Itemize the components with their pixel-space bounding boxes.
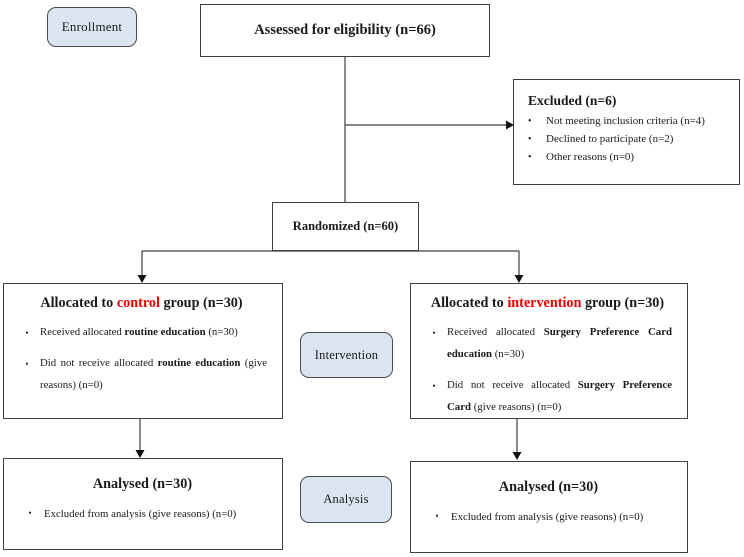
list-item: • Not meeting inclusion criteria (n=4) xyxy=(528,113,731,131)
title-suffix: group (n=30) xyxy=(581,295,665,311)
control-highlight: control xyxy=(116,295,160,311)
analysis-stage-text: Analysis xyxy=(323,492,369,506)
list-item: • Other reasons (n=0) xyxy=(528,149,731,167)
randomized-box: Randomized (n=60) xyxy=(272,202,419,251)
intervention-analysed-item: Excluded from analysis (give reasons) (n… xyxy=(451,511,644,523)
randomized-title: Randomized (n=60) xyxy=(292,219,399,233)
arrowhead-control-allocation xyxy=(137,275,147,283)
excluded-list: • Not meeting inclusion criteria (n=4) •… xyxy=(528,113,731,166)
assessed-eligibility-box: Assessed for eligibility (n=66) xyxy=(200,4,490,57)
title-suffix: group (n=30) xyxy=(159,295,243,311)
intervention-bullet-text: Received allocated Surgery Preference Ca… xyxy=(447,326,672,361)
arrowhead-intervention-allocation xyxy=(514,275,524,283)
excluded-box: Excluded (n=6) • Not meeting inclusion c… xyxy=(513,79,740,185)
control-analysed-title: Analysed (n=30) xyxy=(92,476,193,492)
list-item: • Received allocated Surgery Preference … xyxy=(421,321,674,365)
intervention-stage-label: Intervention xyxy=(300,332,393,378)
excluded-item-text: Not meeting inclusion criteria (n=4) xyxy=(546,115,705,127)
assessed-eligibility-title: Assessed for eligibility (n=66) xyxy=(254,22,436,38)
intervention-allocation-title: Allocated to intervention group (n=30) xyxy=(421,295,674,312)
control-bullet-text: Did not receive allocated routine educat… xyxy=(40,357,267,392)
list-item: • Did not receive allocated routine educ… xyxy=(14,352,269,396)
control-analysed-box: Analysed (n=30) • Excluded from analysis… xyxy=(3,458,283,550)
control-analysed-item: Excluded from analysis (give reasons) (n… xyxy=(44,508,237,520)
bullet-icon: • xyxy=(28,508,32,518)
bullet-icon: • xyxy=(432,328,436,338)
intervention-analysed-box: Analysed (n=30) • Excluded from analysis… xyxy=(410,461,688,553)
bullet-icon: • xyxy=(528,116,532,127)
bullet-icon: • xyxy=(528,133,532,145)
enrollment-stage-text: Enrollment xyxy=(61,19,123,34)
intervention-highlight: intervention xyxy=(507,295,582,311)
title-prefix: Allocated to xyxy=(40,295,117,311)
excluded-title: Excluded (n=6) xyxy=(528,93,617,108)
arrowhead-control-analysed xyxy=(135,450,145,458)
bullet-icon: • xyxy=(432,381,436,392)
list-item: • Did not receive allocated Surgery Pref… xyxy=(421,374,674,418)
bullet-icon: • xyxy=(25,359,29,370)
bullet-icon: • xyxy=(435,511,439,521)
intervention-bullet-text: Did not receive allocated Surgery Prefer… xyxy=(447,379,672,414)
control-allocation-box: Allocated to control group (n=30) • Rece… xyxy=(3,283,283,419)
bullet-icon: • xyxy=(528,151,532,163)
list-item: • Declined to participate (n=2) xyxy=(528,131,731,149)
excluded-item-text: Declined to participate (n=2) xyxy=(546,132,674,145)
control-allocation-title: Allocated to control group (n=30) xyxy=(14,295,269,312)
title-prefix: Allocated to xyxy=(430,295,508,311)
excluded-item-text: Other reasons (n=0) xyxy=(546,150,635,163)
bullet-icon: • xyxy=(25,328,29,338)
intervention-allocation-box: Allocated to intervention group (n=30) •… xyxy=(410,283,688,419)
control-bullet-text: Received allocated routine education (n=… xyxy=(40,326,238,338)
list-item: • Excluded from analysis (give reasons) … xyxy=(423,509,674,525)
analysis-stage-label: Analysis xyxy=(300,476,392,523)
arrowhead-intervention-analysed xyxy=(512,452,522,460)
list-item: • Excluded from analysis (give reasons) … xyxy=(16,506,269,522)
list-item: • Received allocated routine education (… xyxy=(14,321,269,343)
intervention-stage-text: Intervention xyxy=(314,347,379,362)
enrollment-stage-label: Enrollment xyxy=(47,7,137,47)
intervention-analysed-title: Analysed (n=30) xyxy=(498,479,599,495)
